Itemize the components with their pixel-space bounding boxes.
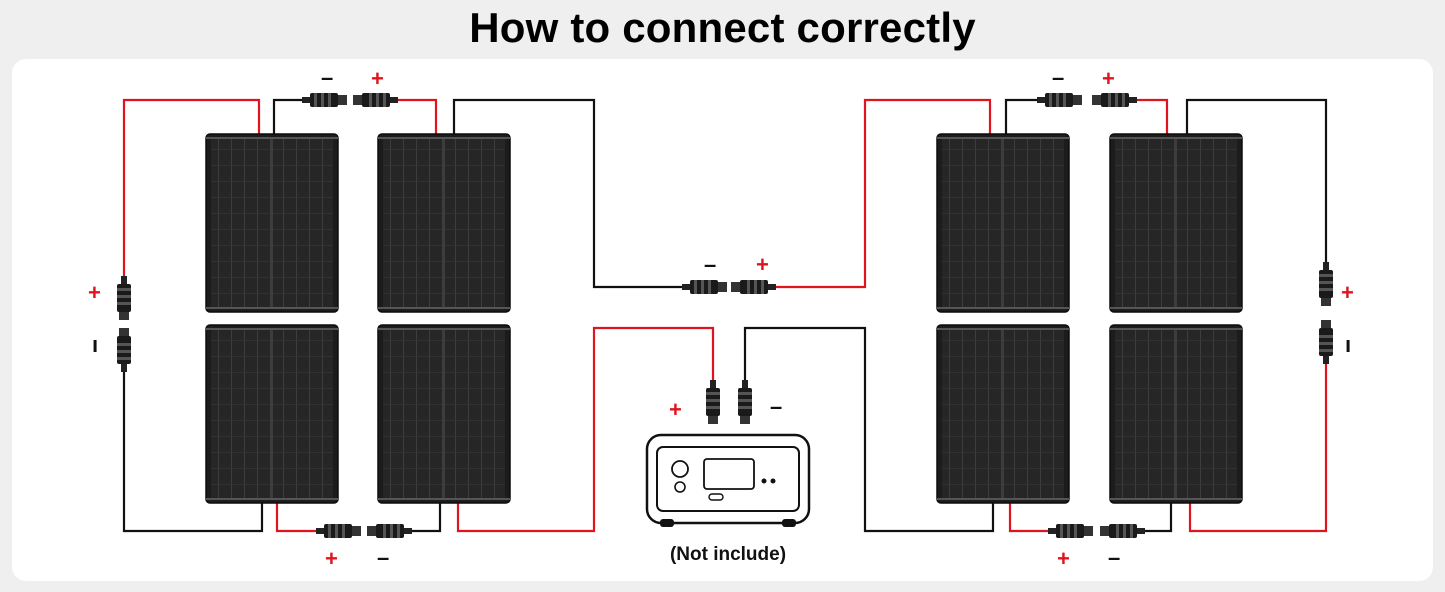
solar-panel-icon <box>377 324 511 504</box>
mc4-connector-icon <box>731 280 776 294</box>
mc4-connector-icon <box>682 280 727 294</box>
plus-sign: + <box>325 546 338 571</box>
mc4-connector-icon <box>117 328 131 372</box>
power-station-caption: (Not include) <box>670 544 786 565</box>
solar-panel-icon <box>1109 133 1243 313</box>
minus-sign: – <box>377 545 389 570</box>
minus-sign: – <box>1052 65 1064 90</box>
plus-sign: + <box>1102 66 1115 91</box>
minus-sign: – <box>321 65 333 90</box>
diagram-title: How to connect correctly <box>469 4 976 51</box>
plus-sign: + <box>1057 546 1070 571</box>
mc4-connector-icon <box>302 93 347 107</box>
minus-sign: ı <box>1345 332 1351 357</box>
mc4-connector-icon <box>1319 320 1333 364</box>
minus-sign: – <box>1108 545 1120 570</box>
mc4-connector-icon <box>1037 93 1082 107</box>
mc4-connector-icon <box>353 93 398 107</box>
mc4-connector-icon <box>1100 524 1145 538</box>
mc4-connector-icon <box>117 276 131 320</box>
plus-sign: + <box>88 280 101 305</box>
minus-sign: – <box>704 252 716 277</box>
mc4-connector-icon <box>367 524 412 538</box>
power-station-icon <box>645 433 811 527</box>
plus-sign: + <box>669 397 682 422</box>
solar-panel-icon <box>205 324 339 504</box>
mc4-connector-icon <box>1319 262 1333 306</box>
right-array <box>936 133 1243 504</box>
plus-sign: + <box>756 252 769 277</box>
polarity-labels: – + + ı + – – + + – – + + ı + – <box>88 65 1354 571</box>
plus-sign: + <box>371 66 384 91</box>
mc4-connector-icon <box>1092 93 1137 107</box>
minus-sign: – <box>770 394 782 419</box>
mc4-connector-icon <box>738 380 752 424</box>
solar-panel-icon <box>205 133 339 313</box>
mc4-connector-icon <box>316 524 361 538</box>
plus-sign: + <box>1341 280 1354 305</box>
solar-panel-icon <box>936 133 1070 313</box>
left-array <box>205 133 511 504</box>
minus-sign: ı <box>92 332 98 357</box>
solar-panel-icon <box>936 324 1070 504</box>
right-array-wires <box>743 98 1328 533</box>
solar-panel-icon <box>1109 324 1243 504</box>
mc4-connector-icon <box>1048 524 1093 538</box>
left-array-wires <box>122 98 715 533</box>
solar-panel-icon <box>377 133 511 313</box>
mc4-connector-icon <box>706 380 720 424</box>
